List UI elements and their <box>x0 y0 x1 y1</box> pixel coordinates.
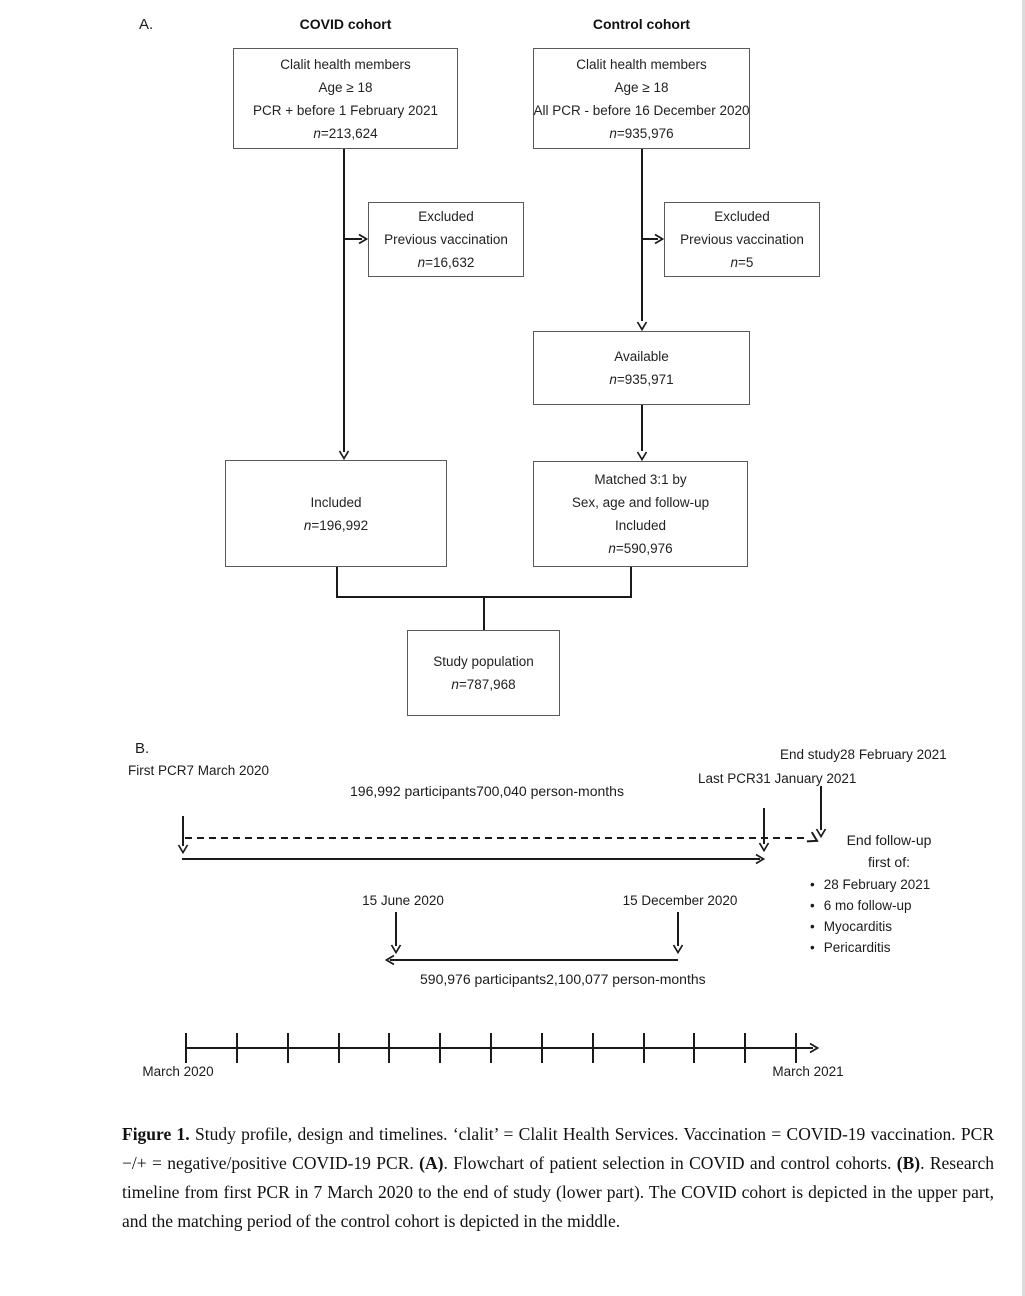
panel-a-label: A. <box>139 16 154 33</box>
end-followup-item: Pericarditis <box>810 937 980 958</box>
end-followup-item: Myocarditis <box>810 916 980 937</box>
matching-start-marker <box>395 912 397 946</box>
connector-matched-stub <box>630 567 632 598</box>
month-tick <box>337 1033 340 1063</box>
panel-b-label: B. <box>135 740 150 757</box>
control-cohort-span-line <box>390 959 678 961</box>
month-tick <box>490 1033 492 1063</box>
end-followup-title: End follow-up <box>846 832 932 848</box>
matching-end-label: 15 December 2020 <box>622 893 738 908</box>
arrow-right-icon <box>807 1042 819 1054</box>
arrow-down-icon <box>636 449 648 461</box>
covid-cohort-title: COVID cohort <box>299 16 392 32</box>
covid-cohort-stats: 196,992 participants700,040 person-month… <box>350 783 624 799</box>
last-pcr-label: Last PCR31 January 2021 <box>698 771 857 786</box>
covid-cohort-span-line <box>182 858 760 860</box>
month-tick <box>591 1033 594 1063</box>
axis-end-label: March 2021 <box>772 1064 844 1079</box>
connector-included-stub <box>336 567 338 598</box>
end-followup-list: 28 February 20216 mo follow-upMyocarditi… <box>810 874 980 958</box>
arrow-right-icon <box>356 233 368 245</box>
end-followup-item: 28 February 2021 <box>810 874 980 895</box>
month-tick <box>388 1033 391 1063</box>
arrow-down-icon <box>177 842 189 854</box>
month-tick <box>693 1033 696 1063</box>
month-tick <box>235 1033 238 1063</box>
end-study-label: End study28 February 2021 <box>780 747 947 762</box>
arrow-down-icon <box>636 319 648 331</box>
page-edge-divider <box>1022 0 1025 1296</box>
arrow-right-icon <box>804 829 820 845</box>
arrow-down-icon <box>758 840 770 852</box>
figure-caption: Figure 1. Study profile, design and time… <box>122 1123 994 1231</box>
matching-end-marker <box>677 912 679 946</box>
month-tick <box>286 1033 289 1063</box>
end-study-marker <box>820 786 822 830</box>
matching-start-label: 15 June 2020 <box>362 893 444 908</box>
arrow-down-icon <box>815 826 827 838</box>
end-followup-subtitle: first of: <box>867 854 910 870</box>
month-axis-line <box>185 1047 813 1049</box>
month-tick <box>642 1033 645 1063</box>
control-cohort-title: Control cohort <box>592 16 691 32</box>
connector-covid-vertical <box>343 149 345 452</box>
connector-study-population-stub <box>483 596 485 630</box>
month-tick <box>744 1033 747 1063</box>
arrow-down-icon <box>338 448 350 460</box>
followup-dashed-line <box>185 837 805 839</box>
arrow-down-icon <box>672 942 684 954</box>
connector-control-vertical <box>641 149 643 321</box>
first-pcr-label: First PCR7 March 2020 <box>128 763 270 778</box>
month-axis-ticks <box>185 1033 800 1063</box>
first-pcr-marker <box>182 816 184 846</box>
arrow-down-icon <box>390 942 402 954</box>
month-tick <box>439 1033 442 1063</box>
arrow-right-icon <box>652 233 664 245</box>
axis-start-label: March 2020 <box>142 1064 214 1079</box>
connector-available-matched <box>641 405 643 451</box>
arrow-left-icon <box>385 954 397 966</box>
month-tick <box>540 1033 543 1063</box>
month-tick <box>185 1033 187 1063</box>
last-pcr-marker <box>763 808 765 844</box>
arrow-right-icon <box>753 853 765 865</box>
connector-covid-excluded-branch <box>343 238 362 240</box>
month-tick <box>795 1033 797 1063</box>
connector-control-excluded-branch <box>641 238 658 240</box>
control-cohort-stats: 590,976 participants2,100,077 person-mon… <box>420 971 706 987</box>
end-followup-item: 6 mo follow-up <box>810 895 980 916</box>
